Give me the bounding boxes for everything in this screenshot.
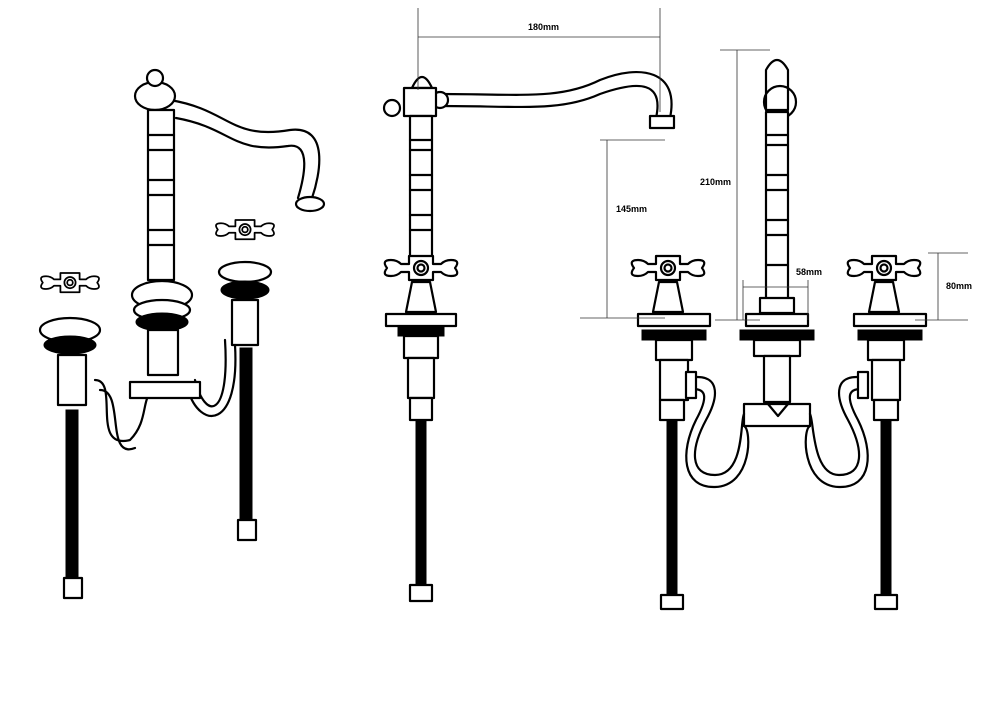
dimension-body-width-label: 58mm [796,267,822,277]
dimension-lines [417,8,968,321]
dimension-overall-height-label: 210mm [700,177,731,187]
front-view [630,58,928,611]
dimension-spout-height-label: 145mm [616,204,647,214]
dimension-handle-height-label: 80mm [946,281,972,291]
side-view [382,70,676,603]
dimension-spout-reach-label: 180mm [528,22,559,32]
isometric-view [38,68,326,600]
